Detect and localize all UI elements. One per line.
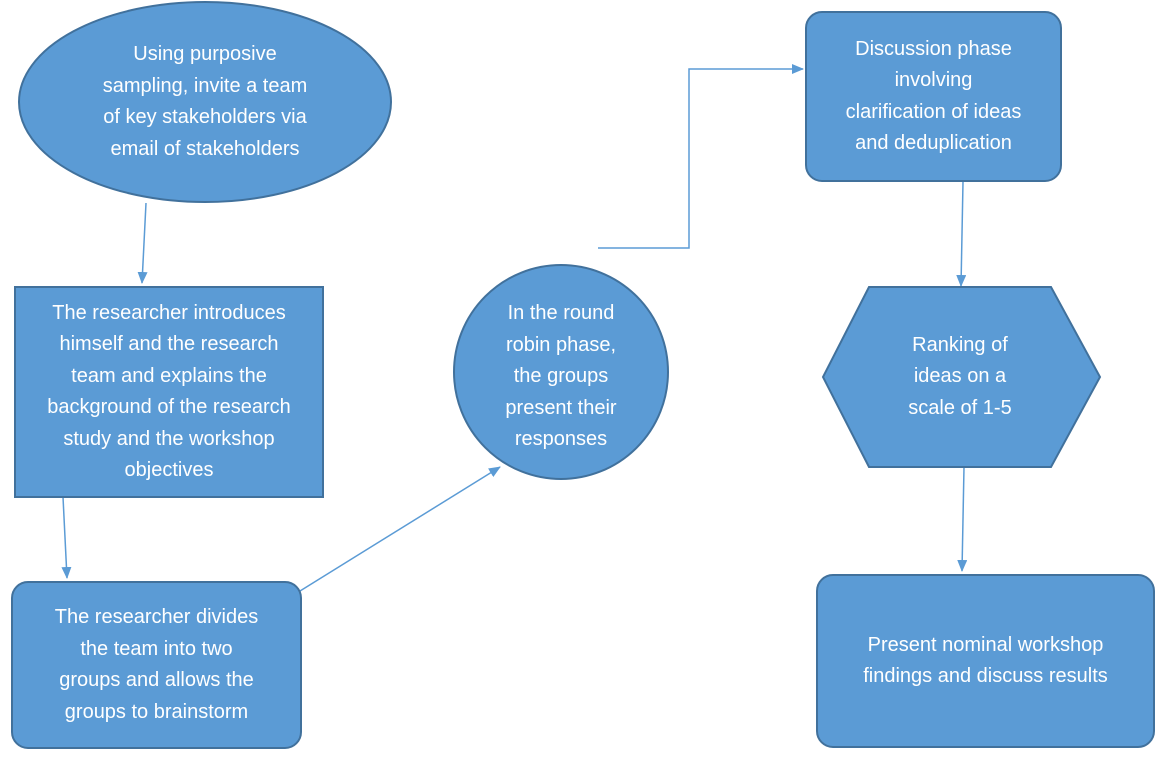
divide-node: The researcher divides the team into two… [12, 582, 301, 748]
invite-node-text: Using purposive sampling, invite a team … [102, 43, 308, 160]
discussion-node-shape [805, 11, 1062, 182]
present-node-text: Present nominal workshop findings and di… [863, 633, 1108, 688]
introduce-node-shape [14, 286, 324, 498]
introduce-node: The researcher introduces himself and th… [15, 287, 323, 497]
discussion-node: Discussion phase involving clarification… [806, 12, 1061, 181]
connectors [61, 64, 968, 592]
invite-node-shape [18, 1, 392, 203]
connector-round-robin-to-discussion [598, 64, 804, 249]
connector-discussion-to-ranking [956, 181, 967, 287]
connector-invite-to-introduce [137, 202, 148, 284]
present-node: Present nominal workshop findings and di… [817, 575, 1154, 747]
node-shapes [11, 1, 1155, 749]
connector-introduce-to-divide [61, 496, 72, 579]
connector-ranking-to-present [957, 466, 968, 572]
divide-node-shape [11, 581, 302, 749]
introduce-node-text: The researcher introduces himself and th… [47, 301, 291, 482]
round-robin-node-shape [453, 264, 669, 480]
round-robin-node-text: In the round robin phase, the groups pre… [505, 302, 617, 451]
round-robin-node: In the round robin phase, the groups pre… [474, 292, 648, 462]
discussion-node-text: Discussion phase involving clarification… [845, 37, 1022, 155]
present-node-shape [816, 574, 1155, 748]
ranking-node-text: Ranking of ideas on a scale of 1-5 [908, 333, 1012, 419]
divide-node-text: The researcher divides the team into two… [54, 606, 259, 723]
connector-divide-to-round-robin [299, 466, 501, 592]
ranking-node: Ranking of ideas on a scale of 1-5 [860, 310, 1060, 444]
ranking-node-shape [821, 286, 1102, 468]
invite-node: Using purposive sampling, invite a team … [45, 22, 365, 182]
